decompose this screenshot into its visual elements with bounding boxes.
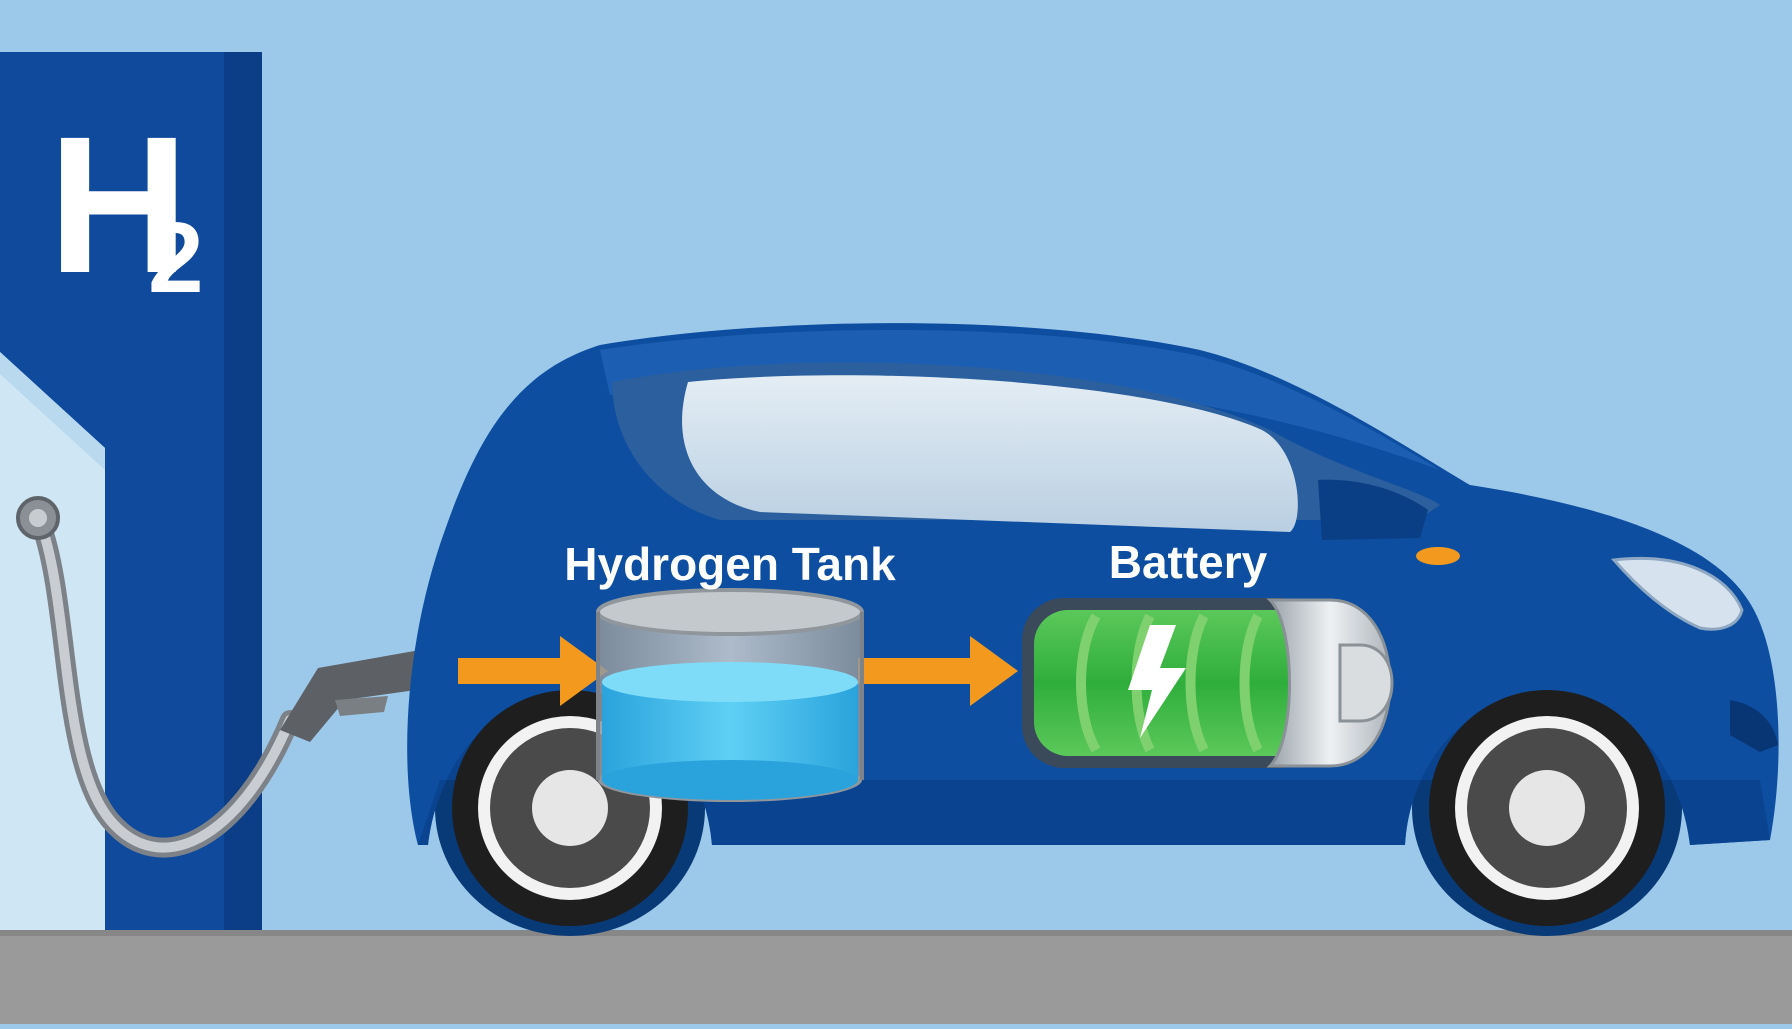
flow-arrow-icon: [458, 636, 608, 706]
hydrogen-station: H 2: [0, 52, 262, 930]
battery-label: Battery: [1109, 536, 1268, 588]
station-symbol: H: [48, 96, 189, 314]
hydrogen-tank: [596, 588, 864, 802]
lightning-bolt-icon: [1128, 625, 1186, 738]
side-mirror: [1318, 479, 1428, 540]
ground: [0, 930, 1792, 1024]
battery: [1022, 598, 1394, 768]
flow-arrow-icon: [858, 636, 1018, 706]
side-indicator: [1416, 547, 1460, 565]
headlight: [1611, 556, 1744, 631]
front-wheel: [1429, 690, 1665, 926]
station-side-panel: [0, 352, 105, 930]
car-window: [682, 375, 1298, 532]
tank-label: Hydrogen Tank: [564, 538, 896, 590]
fuel-hose: [16, 496, 300, 858]
station-subscript: 2: [148, 202, 204, 314]
